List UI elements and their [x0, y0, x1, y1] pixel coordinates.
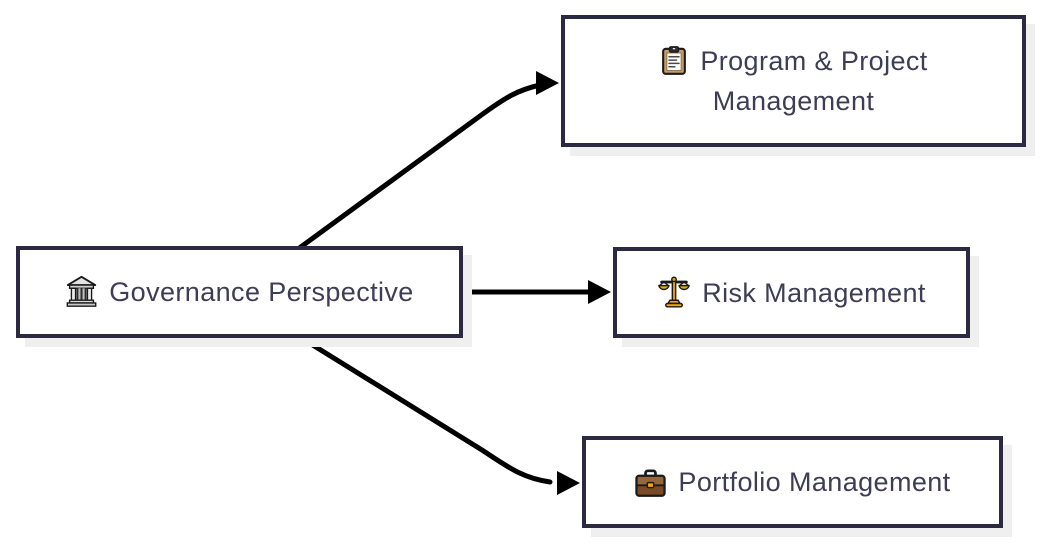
balance-scale-icon — [658, 276, 691, 308]
node-risk-label: Risk Management — [702, 277, 926, 308]
briefcase-icon — [635, 469, 667, 497]
arrow-governance-to-program — [295, 82, 543, 252]
node-program-content: Program & Project Management — [621, 41, 966, 121]
node-portfolio-label: Portfolio Management — [678, 467, 951, 497]
node-portfolio-management: Portfolio Management — [582, 436, 1003, 528]
node-program-label: Program & Project Management — [700, 46, 928, 116]
arrowhead-program — [536, 71, 559, 95]
node-risk-management: Risk Management — [613, 247, 970, 338]
node-program-project-management: Program & Project Management — [561, 15, 1026, 147]
node-governance-label: Governance Perspective — [109, 277, 414, 307]
classical-building-icon — [66, 275, 97, 307]
node-portfolio-content: Portfolio Management — [634, 462, 950, 502]
node-risk-content: Risk Management — [657, 273, 926, 313]
clipboard-icon — [662, 46, 687, 75]
arrowhead-risk — [588, 280, 611, 304]
node-governance-content: Governance Perspective — [65, 272, 413, 312]
arrow-governance-to-portfolio — [300, 336, 553, 485]
arrowhead-portfolio — [557, 471, 580, 495]
node-governance-perspective: Governance Perspective — [16, 246, 463, 338]
